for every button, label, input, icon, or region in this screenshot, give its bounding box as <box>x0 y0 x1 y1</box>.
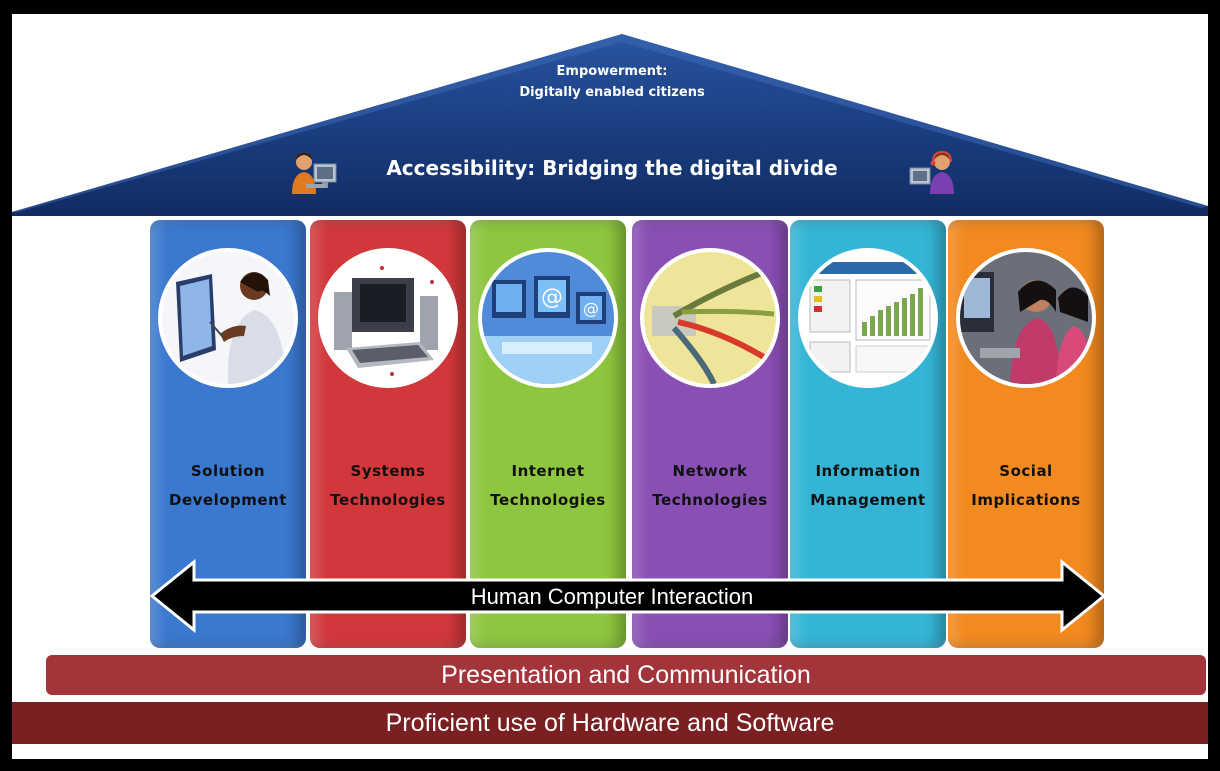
roof-accessibility-text: Accessibility: Bridging the digital divi… <box>386 156 838 180</box>
pillar-label-line2: Technologies <box>652 491 768 509</box>
pillar-label-line1: Social <box>999 462 1053 480</box>
at-sign-monitors-photo: @ @ <box>478 248 618 388</box>
pillar-internet-technologies: @ @ Internet Technologies <box>470 220 626 648</box>
roof-empowerment-line2: Digitally enabled citizens <box>519 85 705 100</box>
pillar-solution-development: Solution Development <box>150 220 306 648</box>
hci-label: Human Computer Interaction <box>470 584 754 609</box>
pillar-label-line2: Implications <box>971 491 1081 509</box>
house-diagram: Empowerment: Digitally enabled citizens … <box>12 14 1208 759</box>
pillar-information-management: Information Management <box>790 220 946 648</box>
pillar-label-line2: Technologies <box>490 491 606 509</box>
roof-empowerment-line1: Empowerment: <box>556 64 668 79</box>
pillar-label: Network Technologies <box>632 457 788 515</box>
pillar-label-line1: Network <box>672 462 748 480</box>
dashboard-chart-photo <box>798 248 938 388</box>
students-at-computers-photo <box>956 248 1096 388</box>
presentation-band: Presentation and Communication <box>46 655 1206 695</box>
person-with-headset-icon <box>909 150 954 194</box>
pillar-label: Social Implications <box>948 457 1104 515</box>
pillar-label: Internet Technologies <box>470 457 626 515</box>
pillar-social-implications: Social Implications <box>948 220 1104 648</box>
pillar-label: Information Management <box>790 457 946 515</box>
network-cables-photo <box>640 248 780 388</box>
woman-at-touchscreen-photo <box>158 248 298 388</box>
pillar-label: Solution Development <box>150 457 306 515</box>
pillar-label-line1: Systems <box>350 462 426 480</box>
person-at-computer-icon <box>292 152 337 194</box>
roof-empowerment-text: Empowerment: Digitally enabled citizens <box>422 61 802 103</box>
desktop-computer-photo <box>318 248 458 388</box>
pillar-label-line1: Internet <box>511 462 585 480</box>
svg-text:@: @ <box>541 285 563 310</box>
proficient-band: Proficient use of Hardware and Software <box>12 702 1208 744</box>
pillar-label-line1: Information <box>815 462 921 480</box>
pillar-label-line2: Development <box>169 491 287 509</box>
pillar-label: Systems Technologies <box>310 457 466 515</box>
pillar-systems-technologies: Systems Technologies <box>310 220 466 648</box>
double-arrow <box>150 558 1106 634</box>
pillar-label-line2: Technologies <box>330 491 446 509</box>
svg-text:@: @ <box>583 299 599 318</box>
pillar-network-technologies: Network Technologies <box>632 220 788 648</box>
pillar-label-line2: Management <box>810 491 926 509</box>
pillar-label-line1: Solution <box>190 462 266 480</box>
roof <box>12 34 1208 216</box>
